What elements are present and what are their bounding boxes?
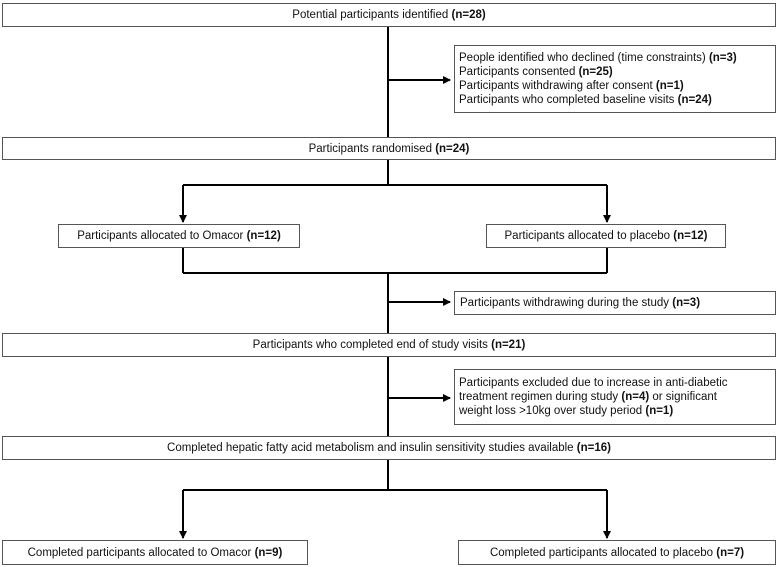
box-completed-end-text: Participants who completed end of study … xyxy=(252,339,488,351)
box-randomised-text: Participants randomised xyxy=(308,142,432,155)
box-hepatic: Completed hepatic fatty acid metabolism … xyxy=(2,436,776,460)
box-omacor: Participants allocated to Omacor (n=12) xyxy=(58,224,300,248)
box-final-omacor: Completed participants allocated to Omac… xyxy=(2,540,308,565)
excluded-line-3: weight loss >10kg over study period (n=1… xyxy=(459,405,674,417)
box-completed-end-n: (n=21) xyxy=(491,339,526,351)
box-omacor-text: Participants allocated to Omacor xyxy=(77,230,244,242)
screening-line-declined: People identified who declined (time con… xyxy=(459,52,737,64)
screening-line-baseline: Participants who completed baseline visi… xyxy=(459,94,712,106)
box-final-placebo: Completed participants allocated to plac… xyxy=(458,540,776,565)
box-completed-end: Participants who completed end of study … xyxy=(2,333,776,357)
box-identified-text: Potential participants identified xyxy=(292,9,449,21)
box-identified: Potential participants identified (n=28) xyxy=(2,3,776,27)
excluded-line-1: Participants excluded due to increase in… xyxy=(459,377,728,389)
box-final-placebo-text: Completed participants allocated to plac… xyxy=(489,546,714,559)
screening-line-withdrawing: Participants withdrawing after consent (… xyxy=(459,80,684,92)
screening-line-consented: Participants consented (n=25) xyxy=(459,66,613,78)
box-final-omacor-text: Completed participants allocated to Omac… xyxy=(27,546,252,559)
excluded-line-2: treatment regimen during study (n=4) or … xyxy=(459,391,717,403)
box-excluded: Participants excluded due to increase in… xyxy=(454,369,776,425)
box-withdrawing-n: (n=3) xyxy=(672,297,701,309)
box-omacor-n: (n=12) xyxy=(246,230,281,242)
box-hepatic-text: Completed hepatic fatty acid metabolism … xyxy=(167,442,574,454)
box-withdrawing: Participants withdrawing during the stud… xyxy=(454,291,776,315)
box-placebo-text: Participants allocated to placebo xyxy=(504,230,671,242)
box-hepatic-n: (n=16) xyxy=(576,442,611,454)
box-screening: People identified who declined (time con… xyxy=(454,45,776,113)
box-placebo: Participants allocated to placebo (n=12) xyxy=(486,224,726,248)
box-randomised: Participants randomised (n=24) xyxy=(2,137,776,160)
box-withdrawing-text: Participants withdrawing during the stud… xyxy=(460,297,670,309)
box-randomised-n: (n=24) xyxy=(435,142,470,155)
box-placebo-n: (n=12) xyxy=(673,230,708,242)
box-final-omacor-n: (n=9) xyxy=(254,546,283,559)
box-final-placebo-n: (n=7) xyxy=(716,546,745,559)
box-identified-n: (n=28) xyxy=(451,9,486,21)
